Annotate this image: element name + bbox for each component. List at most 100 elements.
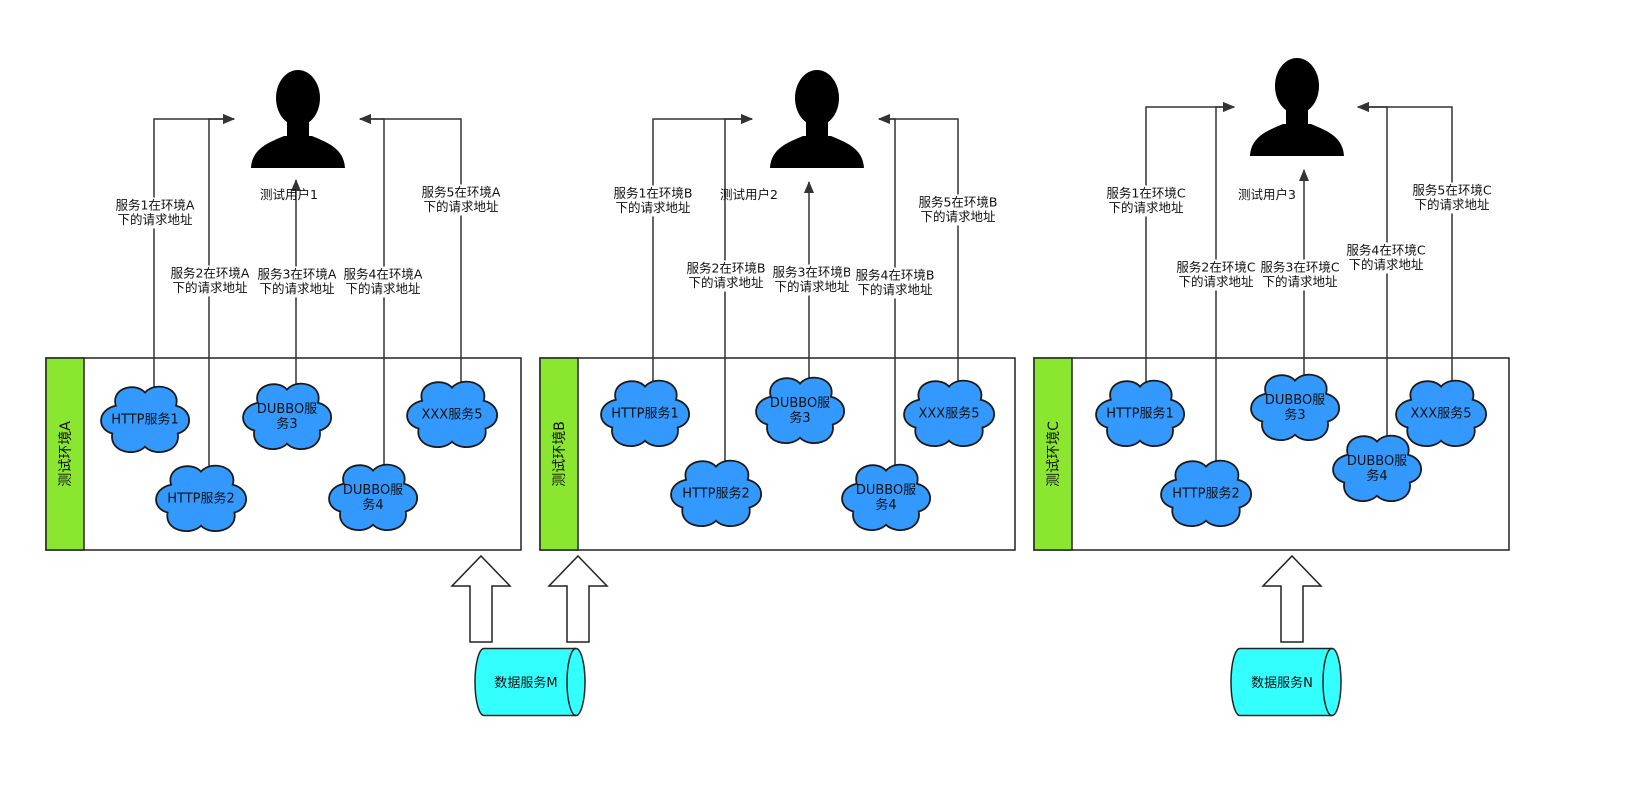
request-arrow-2: [208, 114, 235, 466]
data-flow-arrow-to-env-b: [547, 554, 609, 643]
test-user-3-icon: [1250, 58, 1344, 156]
service-label: HTTP服务2: [167, 491, 235, 507]
request-arrow-5: [1357, 102, 1453, 384]
user-head: [1275, 58, 1319, 114]
label-backing: [1100, 185, 1192, 217]
service-cloud-2: HTTP服务2: [670, 459, 763, 527]
service-cloud-2: HTTP服务2: [155, 464, 248, 532]
cloud-shape: [328, 463, 419, 531]
service-cloud-1: HTTP服务1: [100, 385, 191, 453]
label-backing: [1406, 182, 1498, 214]
request-arrow-2: [1215, 102, 1235, 462]
environment-sidebar: [539, 357, 579, 551]
service-label: DUBBO服务4: [1347, 454, 1407, 484]
service-label: DUBBO服务4: [343, 483, 403, 513]
environment-sidebar: [1033, 357, 1073, 551]
test-user-label: 测试用户1: [260, 187, 318, 202]
service-label: DUBBO服务4: [856, 483, 916, 513]
service-cloud-5: XXX服务5: [1395, 379, 1488, 447]
cloud-shape: [1332, 434, 1423, 502]
cloud-shape: [1160, 459, 1253, 527]
service-label: XXX服务5: [1411, 406, 1472, 422]
environment-sidebar: [45, 357, 85, 551]
data-service-label: 数据服务N: [1251, 675, 1313, 691]
request-arrow-1: [153, 114, 235, 387]
service-cloud-4: DUBBO服务4: [841, 463, 932, 531]
cloud-shape: [1095, 379, 1186, 447]
request-arrow-1: [1145, 102, 1235, 383]
data-flow-arrow-to-env-a: [450, 554, 512, 643]
cloud-shape: [670, 459, 763, 527]
label-backing: [164, 265, 256, 297]
user-torso: [1250, 124, 1344, 156]
service-label: HTTP服务1: [111, 412, 179, 428]
cloud-shape: [841, 463, 932, 531]
service-cloud-3: DUBBO服务3: [755, 376, 846, 444]
service-cloud-5: XXX服务5: [406, 380, 499, 448]
service-cloud-4: DUBBO服务4: [1332, 434, 1423, 502]
data-flow-arrow-to-env-c: [1261, 554, 1323, 643]
cloud-shape: [406, 380, 499, 448]
label-backing: [766, 264, 858, 296]
environment-label: 测试环境C: [1046, 421, 1062, 487]
label-backing: [849, 267, 941, 299]
request-arrow-1: [652, 114, 753, 383]
user-head: [795, 70, 839, 126]
request-arrow-5: [878, 114, 959, 384]
cloud-shape: [1395, 379, 1488, 447]
service-label: HTTP服务1: [611, 406, 679, 422]
service-label: DUBBO服务3: [257, 402, 317, 432]
data-service-label: 数据服务M: [494, 675, 557, 691]
service-cloud-1: HTTP服务1: [600, 379, 691, 447]
label-backing: [1340, 242, 1432, 274]
service-cloud-3: DUBBO服务3: [242, 382, 333, 450]
service-label: XXX服务5: [919, 406, 980, 422]
test-user-2-icon: [770, 70, 864, 168]
cloud-shape: [1250, 373, 1341, 441]
user-torso: [770, 136, 864, 168]
request-arrow-5: [359, 114, 462, 384]
service-cloud-3: DUBBO服务3: [1250, 373, 1341, 441]
cloud-shape: [242, 382, 333, 450]
data-service-m: 数据服务M: [474, 647, 586, 717]
service-cloud-4: DUBBO服务4: [328, 463, 419, 531]
cloud-shape: [903, 379, 996, 447]
label-backing: [251, 266, 343, 298]
label-backing: [1254, 259, 1346, 291]
test-user-label: 测试用户2: [720, 187, 778, 202]
service-cloud-5: XXX服务5: [903, 379, 996, 447]
service-label: XXX服务5: [422, 407, 483, 423]
service-label: DUBBO服务3: [1265, 393, 1325, 423]
service-label: HTTP服务1: [1106, 406, 1174, 422]
user-torso: [251, 136, 345, 168]
service-label: HTTP服务2: [682, 486, 750, 502]
user-head: [276, 70, 320, 126]
cylinder-end: [566, 647, 577, 717]
request-arrow-2: [724, 114, 753, 462]
test-user-label: 测试用户3: [1238, 187, 1296, 202]
test-user-1-icon: [251, 70, 345, 168]
label-backing: [1170, 259, 1262, 291]
service-label: HTTP服务2: [1172, 486, 1240, 502]
environment-label: 测试环境A: [58, 421, 74, 487]
cloud-shape: [155, 464, 248, 532]
service-cloud-1: HTTP服务1: [1095, 379, 1186, 447]
data-service-n: 数据服务N: [1230, 647, 1342, 717]
environment-label: 测试环境B: [552, 421, 568, 487]
cloud-shape: [600, 379, 691, 447]
label-backing: [337, 266, 429, 298]
